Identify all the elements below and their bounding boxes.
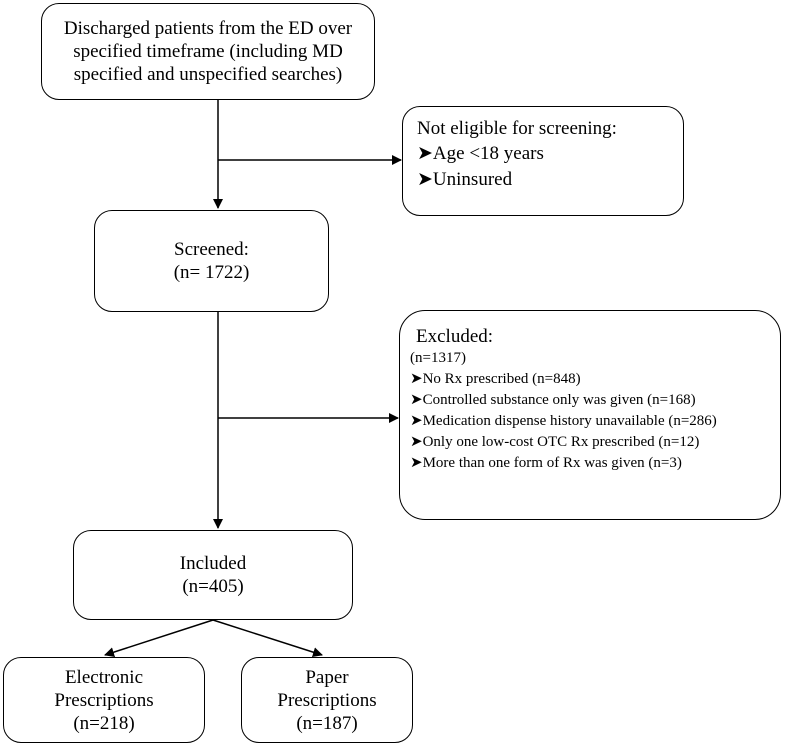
excluded-count: (n=1317) bbox=[410, 350, 466, 366]
excluded-item: ➤Only one low-cost OTC Rx prescribed (n=… bbox=[410, 432, 780, 453]
arrow-bullet-icon: ➤ bbox=[417, 143, 433, 164]
excluded-box: Excluded: (n=1317) ➤No Rx prescribed (n=… bbox=[399, 310, 781, 520]
paper-line-3: (n=187) bbox=[296, 712, 358, 734]
excluded-item-text: Only one low-cost OTC Rx prescribed (n=1… bbox=[422, 434, 700, 450]
arrow-included-to-paper bbox=[212, 619, 323, 658]
discharged-line-2: specified timeframe (including MD bbox=[73, 41, 343, 62]
arrow-bullet-icon: ➤ bbox=[410, 392, 423, 408]
not-eligible-item-text: Age <18 years bbox=[432, 143, 544, 164]
not-eligible-title: Not eligible for screening: bbox=[417, 118, 617, 139]
arrow-bullet-icon: ➤ bbox=[410, 455, 423, 471]
not-eligible-item: ➤Age <18 years bbox=[417, 142, 683, 165]
excluded-title: Excluded: bbox=[416, 326, 494, 347]
arrow-included-to-electronic bbox=[104, 619, 214, 657]
excluded-item: ➤Medication dispense history unavailable… bbox=[410, 411, 780, 432]
included-count: (n=405) bbox=[182, 576, 244, 597]
excluded-item-text: No Rx prescribed (n=848) bbox=[422, 371, 581, 387]
excluded-item-text: Medication dispense history unavailable … bbox=[422, 413, 717, 429]
excluded-item-text: Controlled substance only was given (n=1… bbox=[422, 392, 696, 408]
paper-line-1: Paper bbox=[305, 666, 349, 688]
included-title: Included bbox=[179, 553, 247, 574]
electronic-box: Electronic Prescriptions (n=218) bbox=[3, 657, 205, 743]
screened-title: Screened: bbox=[174, 239, 249, 260]
included-box: Included (n=405) bbox=[73, 530, 353, 620]
discharged-line-3: specified and unspecified searches) bbox=[73, 64, 343, 85]
screened-box: Screened: (n= 1722) bbox=[94, 210, 329, 312]
electronic-line-1: Electronic bbox=[64, 666, 144, 688]
excluded-item-text: More than one form of Rx was given (n=3) bbox=[422, 455, 682, 471]
arrow-bullet-icon: ➤ bbox=[410, 371, 423, 387]
electronic-line-2: Prescriptions bbox=[54, 689, 154, 711]
not-eligible-box: Not eligible for screening: ➤Age <18 yea… bbox=[402, 106, 684, 216]
electronic-line-3: (n=218) bbox=[73, 712, 135, 734]
arrow-bullet-icon: ➤ bbox=[410, 413, 423, 429]
screened-count: (n= 1722) bbox=[173, 262, 250, 283]
arrow-bullet-icon: ➤ bbox=[417, 169, 433, 190]
discharged-box: Discharged patients from the ED over spe… bbox=[41, 3, 375, 100]
excluded-item: ➤Controlled substance only was given (n=… bbox=[410, 390, 780, 411]
arrow-bullet-icon: ➤ bbox=[410, 434, 423, 450]
discharged-line-1: Discharged patients from the ED over bbox=[63, 18, 353, 39]
paper-box: Paper Prescriptions (n=187) bbox=[241, 657, 413, 743]
excluded-item: ➤No Rx prescribed (n=848) bbox=[410, 369, 780, 390]
paper-line-2: Prescriptions bbox=[277, 689, 377, 711]
excluded-item: ➤More than one form of Rx was given (n=3… bbox=[410, 453, 780, 474]
not-eligible-item-text: Uninsured bbox=[432, 169, 513, 190]
not-eligible-item: ➤Uninsured bbox=[417, 168, 683, 191]
